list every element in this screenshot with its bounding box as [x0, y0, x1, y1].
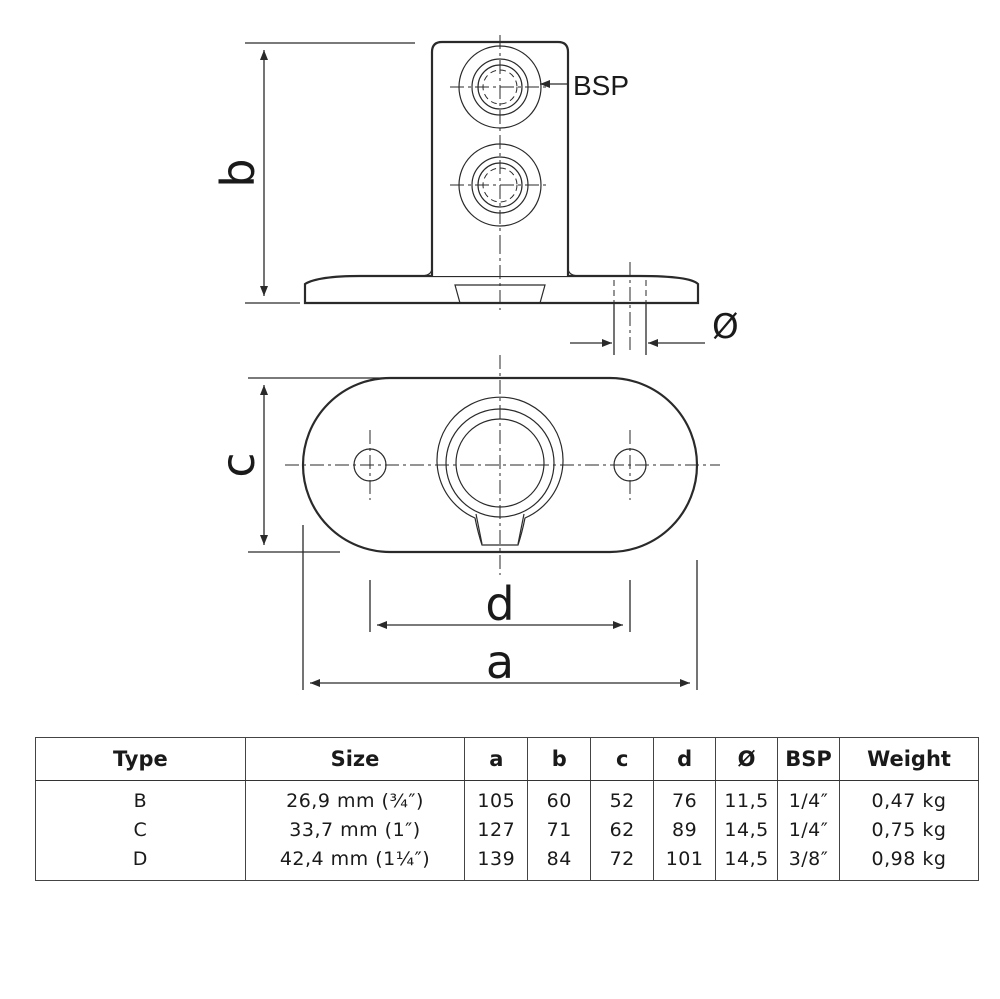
cell-size: 42,4 mm (1¼″): [244, 845, 466, 881]
bsp-label: BSP: [573, 70, 629, 101]
cell-diameter: 11,5: [715, 780, 779, 816]
cell-d: 76: [653, 780, 717, 816]
cell-size: 26,9 mm (¾″): [244, 780, 466, 816]
cell-b: 71: [527, 816, 592, 845]
header-weight: Weight: [839, 737, 979, 781]
cell-type: C: [35, 816, 246, 845]
upper-boss: [450, 35, 550, 140]
header-size: Size: [244, 737, 466, 781]
table-header-row: Type Size a b c d Ø BSP Weight: [35, 737, 979, 781]
header-bsp: BSP: [777, 737, 841, 781]
side-view-base: [303, 274, 700, 305]
side-view: BSP b Ø: [211, 35, 739, 355]
cell-diameter: 14,5: [715, 845, 779, 881]
cell-type: B: [35, 780, 246, 816]
cell-weight: 0,47 kg: [839, 780, 979, 816]
cell-weight: 0,98 kg: [839, 845, 979, 881]
table-row: D 42,4 mm (1¼″) 139 84 72 101 14,5 3/8″ …: [35, 845, 979, 881]
header-d: d: [653, 737, 717, 781]
header-type: Type: [35, 737, 246, 781]
dim-label-d: d: [485, 577, 514, 631]
dim-label-phi: Ø: [712, 307, 739, 347]
cell-size: 33,7 mm (1″): [244, 816, 466, 845]
top-view: c d a: [211, 355, 720, 690]
dim-label-c: c: [211, 452, 265, 477]
cell-a: 127: [464, 816, 529, 845]
header-diameter: Ø: [715, 737, 779, 781]
header-a: a: [464, 737, 529, 781]
cell-a: 139: [464, 845, 529, 881]
cell-weight: 0,75 kg: [839, 816, 979, 845]
technical-drawing: BSP b Ø c: [211, 35, 739, 690]
cell-c: 72: [590, 845, 655, 881]
dim-label-b: b: [211, 158, 265, 187]
cell-d: 101: [653, 845, 717, 881]
cell-diameter: 14,5: [715, 816, 779, 845]
specification-table: Type Size a b c d Ø BSP Weight B 26,9 mm…: [35, 737, 979, 881]
cell-c: 62: [590, 816, 655, 845]
cell-bsp: 1/4″: [777, 816, 841, 845]
cell-b: 84: [527, 845, 592, 881]
cell-b: 60: [527, 780, 592, 816]
cell-type: D: [35, 845, 246, 881]
header-c: c: [590, 737, 655, 781]
cell-a: 105: [464, 780, 529, 816]
table-row: B 26,9 mm (¾″) 105 60 52 76 11,5 1/4″ 0,…: [35, 780, 979, 816]
dim-label-a: a: [486, 635, 514, 689]
header-b: b: [527, 737, 592, 781]
cell-bsp: 1/4″: [777, 780, 841, 816]
cell-d: 89: [653, 816, 717, 845]
table-row: C 33,7 mm (1″) 127 71 62 89 14,5 1/4″ 0,…: [35, 816, 979, 845]
cell-c: 52: [590, 780, 655, 816]
lower-boss: [450, 135, 550, 240]
cell-bsp: 3/8″: [777, 845, 841, 881]
